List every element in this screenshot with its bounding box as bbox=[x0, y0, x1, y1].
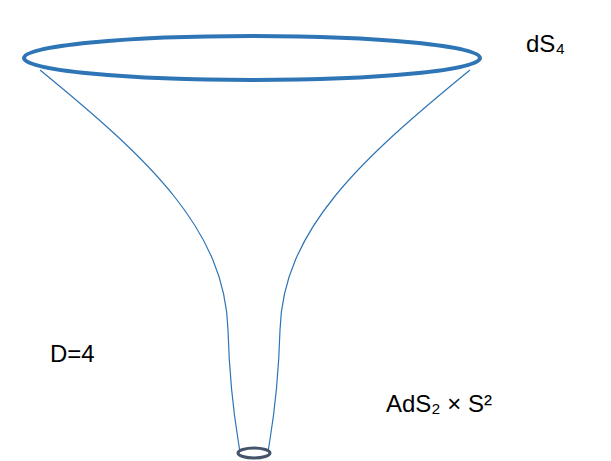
bottom-ellipse bbox=[238, 448, 270, 458]
dimension-label: D=4 bbox=[50, 340, 95, 369]
funnel-left-side bbox=[40, 70, 240, 452]
near-horizon-label: AdS₂ × S² bbox=[386, 390, 492, 419]
top-ellipse bbox=[24, 36, 480, 80]
boundary-label: dS₄ bbox=[526, 30, 565, 59]
